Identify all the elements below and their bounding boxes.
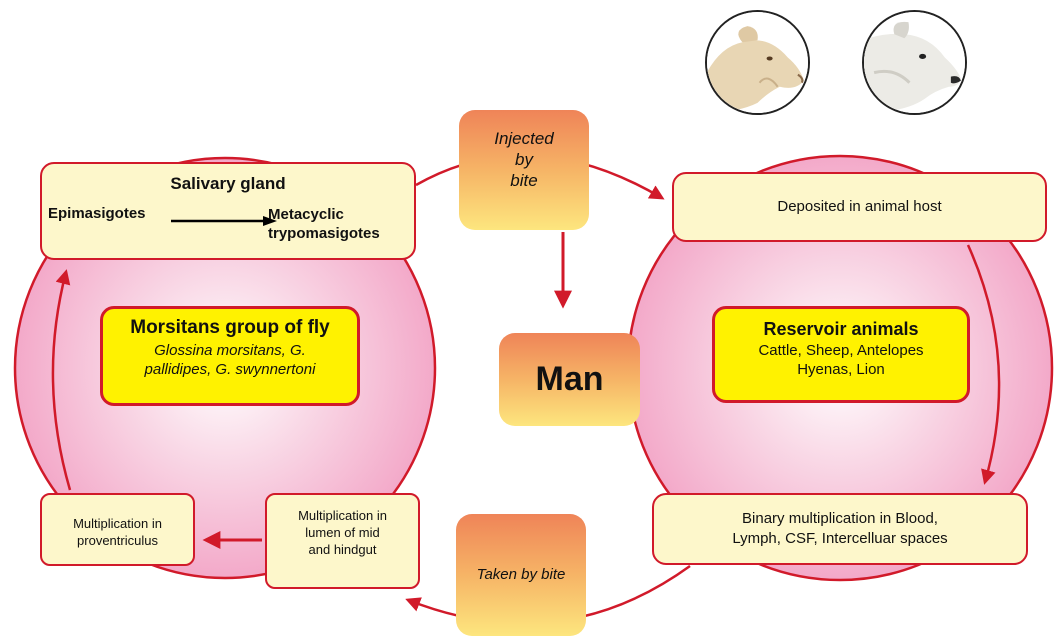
midgut-box: Multiplication in lumen of mid and hindg…	[265, 493, 420, 589]
arrow-to-salivary	[51, 269, 72, 491]
injected-by-bite-box: Injected by bite	[459, 110, 589, 230]
salivary-gland-box: Salivary gland Epimasigotes Metacyclic t…	[40, 162, 416, 260]
arrow-to-binary	[966, 244, 1001, 485]
epimastigotes-label: Epimasigotes	[48, 205, 146, 222]
reservoir-title: Reservoir animals	[763, 319, 919, 339]
sheep-photo	[705, 10, 810, 115]
cow-photo	[862, 10, 967, 115]
morsitans-box: Morsitans group of fly Glossina morsitan…	[100, 306, 360, 406]
morsitans-title: Morsitans group of fly	[130, 317, 330, 338]
arrow-right-icon	[171, 216, 277, 226]
reservoir-box: Reservoir animals Cattle, Sheep, Antelop…	[712, 306, 970, 403]
proventriculus-box: Multiplication in proventriculus	[40, 493, 195, 566]
salivary-gland-title: Salivary gland	[170, 174, 286, 193]
taken-by-bite-box: Taken by bite	[456, 514, 586, 636]
morsitans-species: Glossina morsitans, G. pallidipes, G. sw…	[144, 342, 316, 378]
man-box: Man	[499, 333, 640, 426]
reservoir-animals: Cattle, Sheep, Antelopes Hyenas, Lion	[758, 342, 924, 378]
binary-multiplication-box: Binary multiplication in Blood, Lymph, C…	[652, 493, 1028, 565]
deposited-box: Deposited in animal host	[672, 172, 1047, 242]
trypomastigotes-label: Metacyclic trypomasigotes	[268, 206, 380, 242]
